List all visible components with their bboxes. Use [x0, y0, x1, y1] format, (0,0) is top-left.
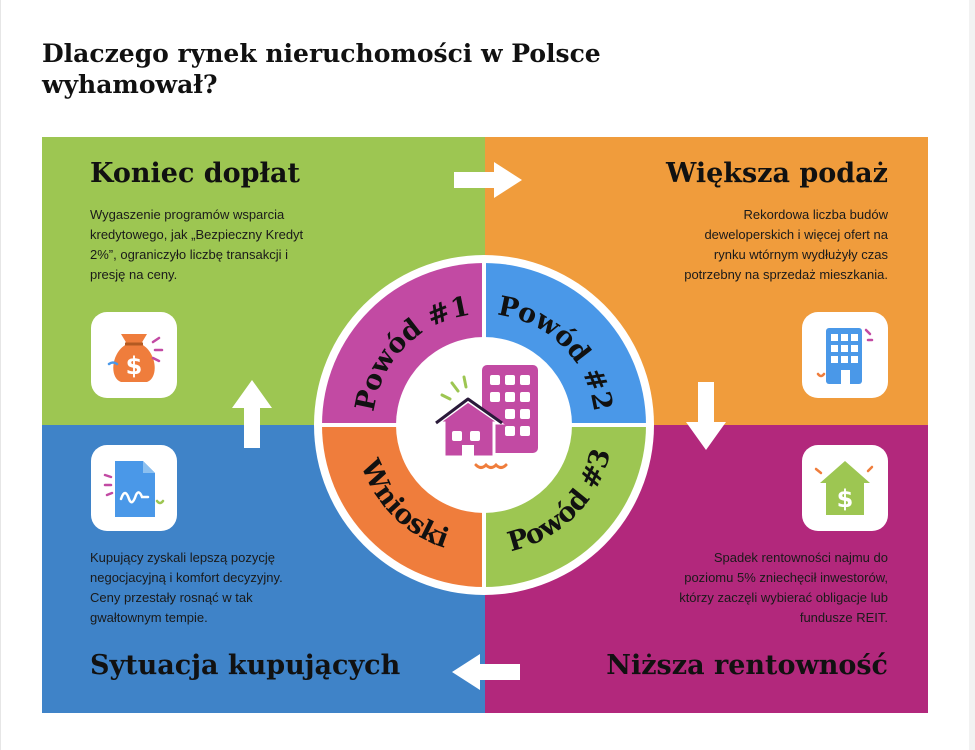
- description-line: potrzebny na sprzedaż mieszkania.: [684, 267, 888, 282]
- svg-text:$: $: [126, 352, 143, 380]
- description-line: poziomu 5% zniechęcił inwestorów,: [684, 570, 888, 585]
- svg-text:$: $: [837, 485, 854, 513]
- description-line: deweloperskich i więcej ofert na: [704, 227, 888, 242]
- description-line: Spadek rentowności najmu do: [713, 550, 888, 565]
- heading-wieksza-podaz: Większa podaż: [665, 158, 888, 189]
- signed-document-icon-card: [91, 445, 177, 531]
- description-koniec-doplat: Wygaszenie programów wsparcia kredytoweg…: [90, 205, 350, 285]
- arrow-right-icon: [454, 162, 522, 198]
- description-line: presję na ceny.: [90, 267, 178, 282]
- arrow-up-icon: [232, 380, 272, 448]
- reasons-wheel: Powód #1 Powód #2 Powód #3 Wnioski: [314, 255, 654, 595]
- money-bag-icon-card: $: [91, 312, 177, 398]
- description-sytuacja-kupujacych: Kupujący zyskali lepszą pozycję negocjac…: [90, 548, 350, 628]
- description-nizsza-rentownosc: Spadek rentowności najmu do poziomu 5% z…: [628, 548, 888, 628]
- office-building-icon: [816, 328, 874, 384]
- description-line: rynku wtórnym wydłużyły czas: [713, 247, 888, 262]
- description-line: Rekordowa liczba budów: [743, 207, 888, 222]
- house-and-building-icon: [433, 365, 538, 469]
- description-line: którzy zaczęli wybierać obligacje lub: [679, 590, 888, 605]
- description-line: negocjacyjną i komfort decyzyjny.: [90, 570, 283, 585]
- description-wieksza-podaz: Rekordowa liczba budów deweloperskich i …: [628, 205, 888, 285]
- house-dollar-icon: $: [814, 461, 874, 515]
- description-line: 2%”, ograniczyło liczbę transakcji i: [90, 247, 288, 262]
- house-dollar-icon-card: $: [802, 445, 888, 531]
- arrow-left-icon: [452, 654, 520, 690]
- description-line: gwałtownym tempie.: [90, 610, 208, 625]
- page-title: Dlaczego rynek nieruchomości w Polsce wy…: [42, 39, 601, 99]
- arrow-down-icon: [686, 382, 726, 450]
- signed-document-icon: [103, 461, 165, 517]
- description-line: Kupujący zyskali lepszą pozycję: [90, 550, 275, 565]
- description-line: Ceny przestały rosnąć w tak: [90, 590, 253, 605]
- heading-koniec-doplat: Koniec dopłat: [90, 158, 300, 189]
- money-bag-icon: $: [107, 334, 164, 382]
- heading-sytuacja-kupujacych: Sytuacja kupujących: [90, 650, 401, 681]
- description-line: kredytowego, jak „Bezpieczny Kredyt: [90, 227, 304, 242]
- heading-nizsza-rentownosc: Niższa rentowność: [606, 650, 888, 681]
- office-building-icon-card: [802, 312, 888, 398]
- description-line: fundusze REIT.: [799, 610, 888, 625]
- description-line: Wygaszenie programów wsparcia: [90, 207, 285, 222]
